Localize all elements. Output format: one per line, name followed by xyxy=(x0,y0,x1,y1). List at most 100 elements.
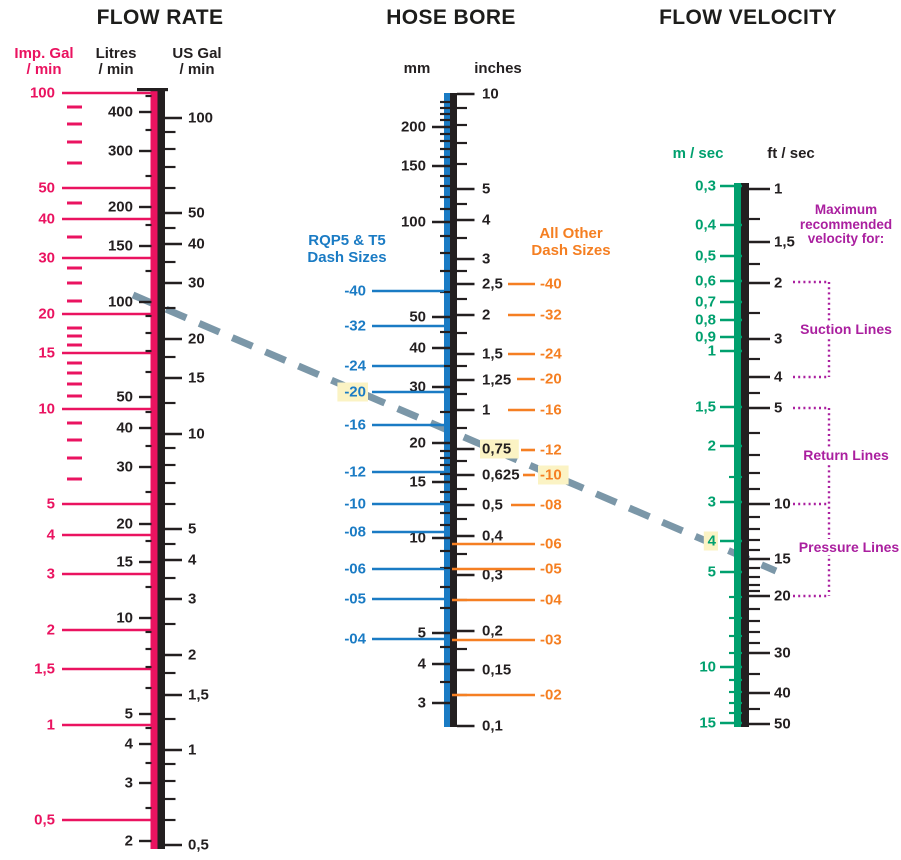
tick-label: -40 xyxy=(540,276,562,293)
tick-label: 3 xyxy=(418,695,426,712)
tick-label: 10 xyxy=(409,530,426,547)
tick-label: -24 xyxy=(540,346,562,363)
tick-label: 3 xyxy=(482,251,490,268)
tick-label: 1 xyxy=(774,181,782,198)
tick-label: 10 xyxy=(188,426,205,443)
tick-label: 2 xyxy=(482,307,490,324)
tick-label: 300 xyxy=(108,143,133,160)
scale-bar xyxy=(150,88,158,849)
tick-label: 4 xyxy=(47,527,56,544)
scale-bar xyxy=(741,183,749,727)
tick-label: 5 xyxy=(774,400,782,417)
tick-label: 0,75 xyxy=(482,441,511,458)
tick-label: 40 xyxy=(116,420,133,437)
tick-label: 0,3 xyxy=(482,567,503,584)
tick-label: -08 xyxy=(540,497,562,514)
tick-label: 10 xyxy=(116,610,133,627)
inches-unit-label: inches xyxy=(474,60,522,77)
tick-label: 4 xyxy=(188,552,197,569)
tick-label: 15 xyxy=(409,474,426,491)
tick-label: 100 xyxy=(30,85,55,102)
tick-label: 100 xyxy=(188,110,213,127)
tick-label: 15 xyxy=(38,345,55,362)
ft-sec-unit-label: ft / sec xyxy=(767,145,815,162)
highlight-box xyxy=(538,465,569,485)
suction-lines-label: Suction Lines xyxy=(796,321,896,337)
flow-rate-title: FLOW RATE xyxy=(96,6,224,29)
tick-label: -12 xyxy=(540,442,562,459)
tick-label: 1,5 xyxy=(188,687,209,704)
highlight-box xyxy=(337,382,368,402)
tick-label: 0,625 xyxy=(482,467,520,484)
tick-label: 20 xyxy=(409,435,426,452)
tick-label: 1,5 xyxy=(774,234,795,251)
tick-label: -20 xyxy=(344,384,366,401)
tick-label: 0,5 xyxy=(695,248,716,265)
tick-label: 20 xyxy=(116,516,133,533)
tick-label: 5 xyxy=(125,706,133,723)
tick-label: -04 xyxy=(344,631,366,648)
tick-label: 1 xyxy=(47,717,55,734)
m-sec-unit-label: m / sec xyxy=(672,145,724,162)
tick-label: 2 xyxy=(47,622,55,639)
tick-label: 0,9 xyxy=(695,329,716,346)
scale-bar xyxy=(157,88,165,849)
tick-label: 0,8 xyxy=(695,312,716,329)
tick-label: 4 xyxy=(708,533,717,550)
tick-label: 1,5 xyxy=(695,399,716,416)
tick-label: 3 xyxy=(188,591,196,608)
tick-label: 4 xyxy=(774,369,783,386)
tick-label: 40 xyxy=(38,211,55,228)
tick-label: 400 xyxy=(108,104,133,121)
all-other-dash-sizes-note: All Other Dash Sizes xyxy=(531,225,611,259)
scale-rqp5: -40-32-24-20-16-12-10-08-06-05-04 xyxy=(344,283,444,648)
flow-velocity-title: FLOW VELOCITY xyxy=(659,6,837,29)
tick-label: 20 xyxy=(38,306,55,323)
us-gal-unit-label: US Gal / min xyxy=(172,45,222,78)
tick-label: 200 xyxy=(401,119,426,136)
tick-label: 40 xyxy=(188,236,205,253)
tick-label: 5 xyxy=(47,496,55,513)
tick-label: 150 xyxy=(108,238,133,255)
tick-label: -05 xyxy=(540,561,562,578)
tick-label: -04 xyxy=(540,592,562,609)
tick-label: -40 xyxy=(344,283,366,300)
tick-label: -32 xyxy=(540,307,562,324)
highlight-box xyxy=(480,439,519,459)
tick-label: 50 xyxy=(774,716,791,733)
return-lines-label: Return Lines xyxy=(799,447,893,463)
tick-label: 10 xyxy=(38,401,55,418)
tick-label: 0,1 xyxy=(482,718,503,735)
tick-label: 2 xyxy=(774,275,782,292)
tick-label: 0,7 xyxy=(695,294,716,311)
tick-label: 15 xyxy=(116,554,133,571)
tick-label: 4 xyxy=(125,736,134,753)
tick-label: -10 xyxy=(540,467,562,484)
tick-label: 1,5 xyxy=(482,346,503,363)
tick-label: 50 xyxy=(409,309,426,326)
tick-label: 2 xyxy=(125,833,133,850)
tick-label: -12 xyxy=(344,464,366,481)
tick-label: 100 xyxy=(401,214,426,231)
scale-bar xyxy=(450,93,457,727)
tick-label: -06 xyxy=(540,536,562,553)
tick-label: 0,2 xyxy=(482,623,503,640)
tick-label: -32 xyxy=(344,318,366,335)
tick-label: 30 xyxy=(774,645,791,662)
scale-bar xyxy=(444,93,450,727)
tick-label: 20 xyxy=(188,331,205,348)
tick-label: 5 xyxy=(418,625,426,642)
rqp5-dash-sizes-note: RQP5 & T5 Dash Sizes xyxy=(307,232,387,266)
scale-inches: 105432,521,51,2510,750,6250,50,40,30,20,… xyxy=(457,86,520,735)
tick-label: -05 xyxy=(344,591,366,608)
tick-label: 1,25 xyxy=(482,372,511,389)
tick-label: 10 xyxy=(482,86,499,103)
tick-label: 20 xyxy=(774,588,791,605)
scale-bar-cap xyxy=(137,88,168,92)
scale-other: -40-32-24-20-16-12-10-08-06-05-04-03-02 xyxy=(452,276,562,704)
tick-label: 200 xyxy=(108,199,133,216)
